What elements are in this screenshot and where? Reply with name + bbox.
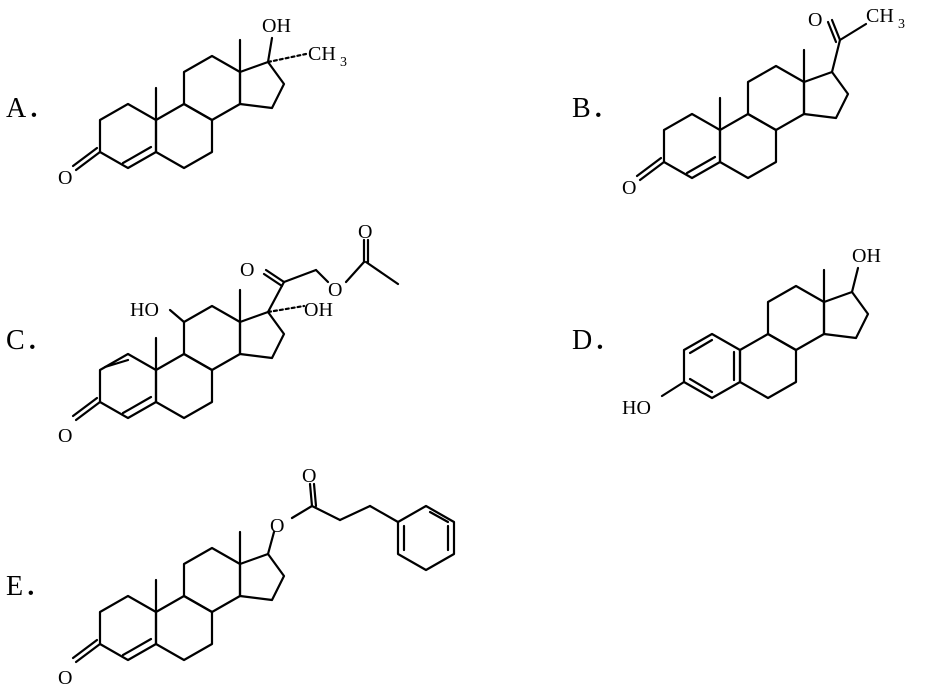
option-d-label: D． bbox=[572, 325, 623, 356]
c-oh: OH bbox=[304, 299, 333, 321]
d-ho: HO bbox=[622, 397, 651, 419]
c-ester-o: O bbox=[328, 279, 342, 301]
structure-b: O CH 3 O bbox=[622, 5, 905, 199]
a-ketone-o: O bbox=[58, 167, 72, 189]
e-ketone-o: O bbox=[58, 667, 72, 689]
option-b-label: B． bbox=[572, 93, 621, 124]
a-ch3: CH bbox=[308, 43, 336, 65]
c-ketone-side-o: O bbox=[240, 259, 254, 281]
structure-d: HO OH bbox=[622, 245, 881, 419]
b-acetyl-o: O bbox=[808, 9, 822, 31]
a-ch3-sub: 3 bbox=[340, 55, 347, 70]
c-ester-o-top: O bbox=[358, 221, 372, 243]
c-ho: HO bbox=[130, 299, 159, 321]
b-ch3: CH bbox=[866, 5, 894, 27]
b-ketone-o: O bbox=[622, 177, 636, 199]
structure-e: O O O bbox=[58, 465, 456, 689]
b-ch3-sub: 3 bbox=[898, 17, 905, 32]
c-ketone-o: O bbox=[58, 425, 72, 447]
option-c-label: C． bbox=[6, 325, 55, 356]
e-ester-o-top: O bbox=[302, 465, 316, 487]
d-oh: OH bbox=[852, 245, 881, 267]
e-ester-o: O bbox=[270, 515, 284, 537]
structure-a: OH CH 3 O bbox=[58, 15, 347, 189]
structure-c: HO OH O O O O bbox=[58, 221, 400, 447]
option-e-label: E． bbox=[6, 571, 54, 602]
a-oh: OH bbox=[262, 15, 291, 37]
option-a-label: A． bbox=[6, 93, 57, 124]
